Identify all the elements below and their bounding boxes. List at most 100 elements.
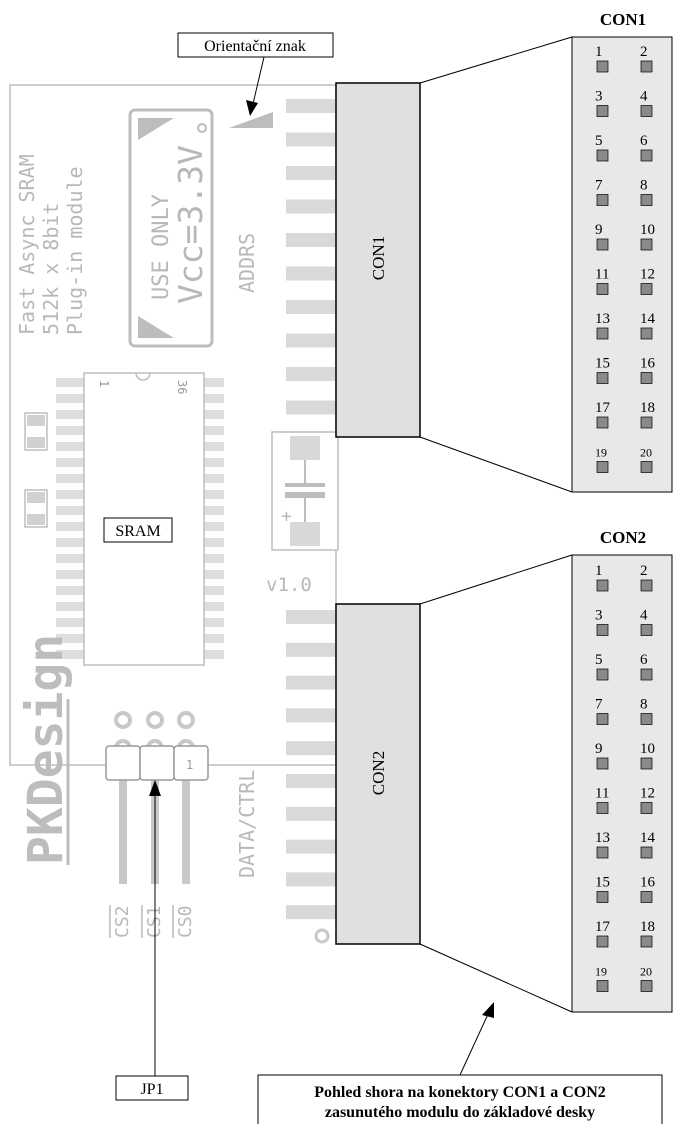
chip-pin xyxy=(204,538,224,547)
chip-pin xyxy=(56,538,84,547)
chip-pin xyxy=(56,570,84,579)
con1-pad-row xyxy=(286,99,336,415)
jp1-callout-text: JP1 xyxy=(140,1081,163,1098)
chip-pin xyxy=(56,506,84,515)
chip-pin xyxy=(204,602,224,611)
pin-pad xyxy=(596,668,609,681)
pin-number-label: 16 xyxy=(640,875,656,891)
chip-pin xyxy=(56,618,84,627)
chip-pin xyxy=(56,442,84,451)
pin-number-label: 17 xyxy=(595,400,611,416)
pin-number-label: 10 xyxy=(640,741,655,757)
pin-number-label: 2 xyxy=(640,563,648,579)
pin-number-label: 18 xyxy=(640,919,655,935)
pin-number-label: 3 xyxy=(595,89,603,105)
sram-label-box xyxy=(103,517,173,543)
pin-number-label: 3 xyxy=(595,608,603,624)
edge-pad xyxy=(286,708,336,723)
view-note-line-2: zasunutého modulu do základové desky xyxy=(325,1104,595,1121)
edge-pad xyxy=(286,675,336,690)
warning-text: USE ONLY Vcc=3.3V xyxy=(149,145,210,304)
sram-chip-pins xyxy=(56,378,224,659)
logo-text: PKDesign xyxy=(18,634,74,865)
jumper-pin-1-mark: 1 xyxy=(186,758,193,772)
pin-number-label: 10 xyxy=(640,222,655,238)
cs2-label: CS2 xyxy=(112,905,133,938)
chip-pin xyxy=(56,426,84,435)
jumper-pad-cs2 xyxy=(105,745,141,781)
pin-number-label: 4 xyxy=(640,89,648,105)
pin-pad xyxy=(596,283,609,295)
pin-number-label: 15 xyxy=(595,875,610,891)
con2-housing xyxy=(335,603,421,945)
pin-pad xyxy=(640,416,653,429)
pin-number-label: 6 xyxy=(640,652,648,668)
edge-pad xyxy=(286,266,336,281)
chip-pin xyxy=(56,522,84,531)
chip-pin xyxy=(56,410,84,419)
pin-pad xyxy=(640,60,653,73)
pkdesign-logo: PKDesign xyxy=(18,634,74,865)
orientation-arrow-head-icon xyxy=(246,100,258,116)
pin-number-label: 19 xyxy=(595,446,607,460)
edge-pad xyxy=(286,642,336,657)
pin-number-label: 6 xyxy=(640,133,648,149)
pin-pad xyxy=(640,372,653,384)
mounting-hole-icon xyxy=(314,928,330,944)
pin-number-label: 11 xyxy=(595,267,609,283)
orientation-triangle-shape xyxy=(229,112,273,128)
jumper-pad-cs0 xyxy=(173,745,209,781)
pin-number-label: 18 xyxy=(640,400,655,416)
chip-pin xyxy=(56,490,84,499)
pin-pad xyxy=(640,980,653,992)
pin-pad xyxy=(596,935,609,948)
chip-pin-36-label: 36 xyxy=(175,380,189,394)
pin-number-label: 8 xyxy=(640,178,648,194)
warning-dot-bottom-icon xyxy=(141,323,151,333)
pin-pad xyxy=(640,624,653,636)
edge-pad xyxy=(286,774,336,788)
pin-pad xyxy=(596,461,609,473)
version-label: v1.0 xyxy=(266,574,312,596)
pin-number-label: 1 xyxy=(595,44,603,60)
chip-pin xyxy=(56,458,84,467)
con2-pinout-box xyxy=(571,554,673,1013)
chip-pin xyxy=(204,506,224,515)
edge-pad xyxy=(286,806,336,821)
pin-pad xyxy=(596,372,609,384)
pin-number-label: 11 xyxy=(595,786,609,802)
orientation-callout-box xyxy=(177,32,334,58)
edge-pad xyxy=(286,905,336,920)
edge-pad xyxy=(286,300,336,314)
pin-pad xyxy=(640,194,653,206)
pin-pad xyxy=(640,461,653,473)
module-title-block: Fast Async SRAM 512k x 8bit Plug-in modu… xyxy=(15,154,87,335)
pin-pad xyxy=(596,624,609,636)
con2-projection-top xyxy=(419,554,573,605)
pin-number-label: 8 xyxy=(640,697,648,713)
data-label-group: DATA/CTRL xyxy=(235,770,259,878)
pin-pad xyxy=(640,149,653,162)
pin-pad xyxy=(640,713,653,725)
pin-number-label: 13 xyxy=(595,830,610,846)
pin-number-label: 14 xyxy=(640,311,656,327)
pin-number-label: 20 xyxy=(640,446,652,460)
chip-pin xyxy=(204,650,224,659)
chip-pin xyxy=(204,410,224,419)
con1-housing xyxy=(335,82,421,438)
view-note-box xyxy=(257,1074,663,1124)
con2-pad-row xyxy=(286,610,336,920)
pin-number-label: 16 xyxy=(640,356,656,372)
warning-line-2: Vcc=3.3V xyxy=(171,145,210,304)
orientation-arrow-line xyxy=(251,56,265,109)
view-note-arrow-line xyxy=(459,1011,490,1076)
chip-pin xyxy=(56,602,84,611)
warning-dot-top-icon xyxy=(197,123,207,133)
pin-pad xyxy=(596,327,609,340)
pin-number-label: 1 xyxy=(595,563,603,579)
chip-pin xyxy=(56,554,84,563)
jumper-pad-cs1 xyxy=(139,745,175,781)
pin-pad xyxy=(596,579,609,592)
jp1-arrow-head-icon xyxy=(149,780,161,796)
